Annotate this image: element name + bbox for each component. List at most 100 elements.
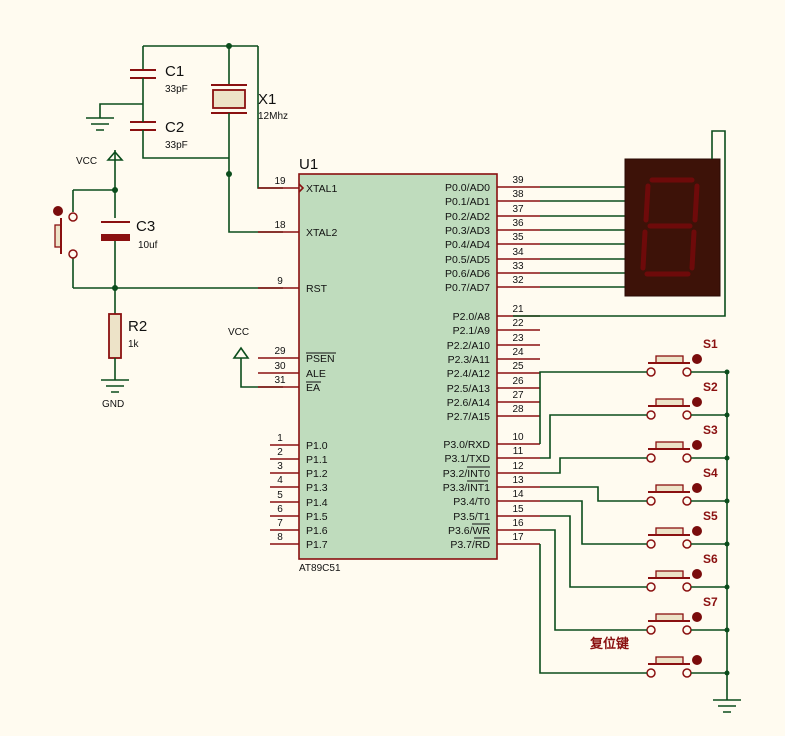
left-pin-number: 9 bbox=[277, 276, 283, 287]
right-pin-number: 34 bbox=[512, 247, 524, 258]
switch-signal-wire bbox=[540, 500, 647, 545]
x1-value: 12Mhz bbox=[258, 111, 288, 122]
switch-signal-wire bbox=[540, 515, 647, 588]
left-pin-label: EA bbox=[306, 382, 320, 394]
right-pin-number: 11 bbox=[513, 446, 524, 457]
right-pin-label: P2.3/A11 bbox=[448, 354, 491, 366]
right-pin-label: P3.5/T1 bbox=[453, 511, 490, 523]
right-pin-number: 33 bbox=[512, 261, 524, 272]
switch-contact bbox=[646, 582, 656, 592]
left-pin-label: XTAL2 bbox=[306, 227, 337, 239]
left-pin-number: 4 bbox=[277, 475, 283, 486]
switch-actuator bbox=[692, 526, 702, 536]
right-pin-label: P2.4/A12 bbox=[447, 368, 490, 380]
switch-common bbox=[713, 373, 741, 713]
c2-value: 33pF bbox=[165, 140, 188, 151]
right-pin-label: P3.7/RD bbox=[450, 539, 490, 551]
junction-dot bbox=[724, 369, 730, 375]
left-pin-number: 29 bbox=[274, 346, 286, 357]
x1-ref: X1 bbox=[258, 91, 276, 108]
switch-contact bbox=[646, 539, 656, 549]
mcu-chip bbox=[298, 173, 498, 560]
c3-ref: C3 bbox=[136, 218, 155, 235]
gnd-label: GND bbox=[102, 399, 124, 410]
left-pin-number: 18 bbox=[274, 220, 286, 231]
switch-label: S4 bbox=[703, 466, 718, 480]
right-pin-label: P3.3/INT1 bbox=[443, 482, 490, 494]
switch-actuator bbox=[692, 612, 702, 622]
switch-signal-wire bbox=[540, 414, 647, 459]
switch-cap bbox=[655, 398, 684, 407]
right-pin-label: P2.6/A14 bbox=[447, 397, 490, 409]
vcc-top-label: VCC bbox=[76, 156, 97, 167]
right-pin-label: P0.5/AD5 bbox=[445, 254, 490, 266]
chip-ref: U1 bbox=[299, 156, 318, 173]
right-pin-number: 14 bbox=[512, 489, 524, 500]
left-pin-label: P1.6 bbox=[306, 525, 328, 537]
left-pin-number: 6 bbox=[277, 504, 283, 515]
right-pin-number: 35 bbox=[512, 232, 524, 243]
right-pin-label: P2.7/A15 bbox=[447, 411, 490, 423]
switch-contact bbox=[682, 625, 692, 635]
switch-cap bbox=[655, 656, 684, 665]
right-pin-number: 38 bbox=[512, 189, 524, 200]
switch-label: S3 bbox=[703, 423, 718, 437]
right-pin-number: 17 bbox=[512, 532, 524, 543]
left-pin-label: P1.4 bbox=[306, 497, 328, 509]
left-pin-number: 7 bbox=[277, 518, 283, 529]
left-pin-number: 30 bbox=[274, 361, 286, 372]
r2-value: 1k bbox=[128, 339, 140, 350]
right-pin-label: P0.2/AD2 bbox=[445, 211, 490, 223]
c1-value: 33pF bbox=[165, 84, 188, 95]
right-pin-label: P2.2/A10 bbox=[447, 340, 490, 352]
right-pin-number: 27 bbox=[512, 390, 524, 401]
right-pin-number: 28 bbox=[512, 404, 524, 415]
left-pin-number: 1 bbox=[277, 433, 283, 444]
left-pin-number: 3 bbox=[277, 461, 283, 472]
switch-signal-wire bbox=[539, 544, 647, 674]
switch-signal-wire bbox=[539, 371, 647, 444]
left-pin-label: PSEN bbox=[306, 353, 335, 365]
right-pin-label: P0.7/AD7 bbox=[445, 282, 490, 294]
left-pin-number: 2 bbox=[277, 447, 283, 458]
switch-contact bbox=[646, 453, 656, 463]
right-pin-number: 25 bbox=[512, 361, 524, 372]
xtal1-clock-mark bbox=[298, 183, 305, 193]
left-pin-label: XTAL1 bbox=[306, 183, 337, 195]
right-pin-number: 22 bbox=[512, 318, 524, 329]
right-pin-label: P0.4/AD4 bbox=[445, 239, 490, 251]
reset-key-label: 复位键 bbox=[589, 636, 629, 652]
seven-segment-display bbox=[513, 130, 726, 317]
right-pin-number: 39 bbox=[512, 175, 524, 186]
right-pin-number: 16 bbox=[512, 518, 524, 529]
switch-contact bbox=[682, 453, 692, 463]
switch-contact bbox=[682, 496, 692, 506]
vcc-ea-label: VCC bbox=[228, 327, 249, 338]
right-pin-label: P0.6/AD6 bbox=[445, 268, 490, 280]
left-pin-number: 31 bbox=[274, 375, 286, 386]
switch-cap bbox=[655, 527, 684, 536]
right-pin-number: 24 bbox=[512, 347, 524, 358]
switch-label: S5 bbox=[703, 509, 718, 523]
left-pin-label: P1.7 bbox=[306, 539, 328, 551]
right-pin-number: 23 bbox=[512, 333, 524, 344]
c2-ref: C2 bbox=[165, 119, 184, 136]
switch-contact bbox=[682, 410, 692, 420]
left-pin-number: 5 bbox=[277, 490, 283, 501]
left-pin-label: P1.3 bbox=[306, 482, 328, 494]
right-pin-number: 12 bbox=[512, 461, 524, 472]
left-pin-label: RST bbox=[306, 283, 328, 295]
right-pin-number: 36 bbox=[512, 218, 524, 229]
switch-actuator bbox=[692, 354, 702, 364]
switch-cap bbox=[655, 570, 684, 579]
switch-actuator bbox=[692, 397, 702, 407]
right-pin-number: 37 bbox=[512, 204, 524, 215]
switch-signal-wire bbox=[540, 529, 647, 631]
reset-circuit bbox=[53, 150, 283, 393]
switch-contact bbox=[682, 539, 692, 549]
switch-actuator bbox=[692, 440, 702, 450]
right-pin-number: 10 bbox=[512, 432, 524, 443]
switch-signal-wire bbox=[540, 457, 647, 474]
